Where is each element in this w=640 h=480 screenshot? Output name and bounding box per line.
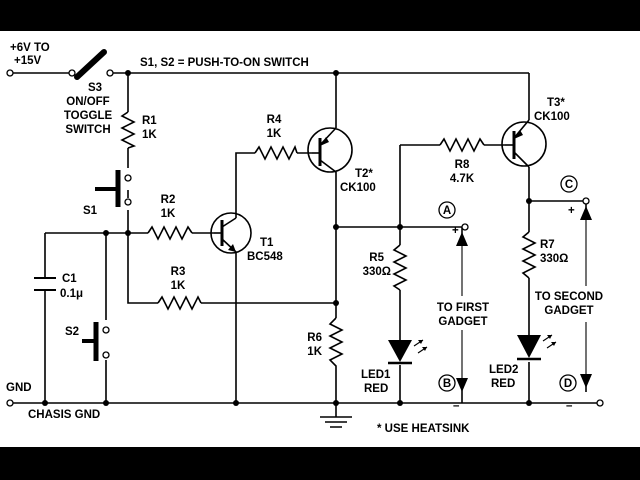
gnd-terminal [6,399,14,407]
gadget1-line1: TO FIRST [437,302,489,314]
t2-name: T2* [355,168,373,180]
led1-name: LED1 [361,369,391,381]
t3-name: T3* [547,97,565,109]
r4-name: R4 [267,114,282,126]
r3-name: R3 [171,266,186,278]
gnd-label: GND [6,382,32,394]
heatsink-note: * USE HEATSINK [377,423,470,435]
r6-name: R6 [307,332,322,344]
transistor-t3 [501,119,547,168]
c1-name: C1 [62,273,77,285]
supply-terminal [6,69,14,77]
minus-b: – [453,400,460,412]
led2-color: RED [491,378,515,390]
t2-type: CK100 [340,182,376,194]
r5-name: R5 [369,252,384,264]
node-b-label: B [443,378,451,390]
r8-name: R8 [455,159,470,171]
s1-push-switch [95,170,132,207]
s3-toggle-switch [68,49,114,80]
led2-name: LED2 [489,364,518,376]
r1-value: 1K [142,129,157,141]
led2 [517,334,557,361]
s3-desc-1: ON/OFF [66,96,109,108]
r5-value: 330Ω [363,266,391,278]
r1-name: R1 [142,115,157,127]
gadget2-line1: TO SECOND [535,291,603,303]
resistor-r2 [147,225,193,241]
led1-color: RED [364,383,388,395]
supply-label-line1: +6V TO [10,42,50,54]
led1 [388,339,428,365]
s3-label: S3 [88,82,102,94]
node-a-label: A [443,205,451,217]
plus-c: + [568,205,575,217]
c1-value: 0.1μ [60,288,83,300]
node-c-label: C [565,179,573,191]
r6-value: 1K [307,346,322,358]
capacitor-c1 [34,277,56,291]
transistor-t1 [210,212,252,254]
plus-a: + [452,225,459,237]
minus-d: – [566,400,573,412]
s3-desc-3: SWITCH [65,124,110,136]
transistor-t2 [307,127,353,173]
chasis-gnd-label: CHASIS GND [28,409,100,421]
resistor-r3 [157,295,202,311]
resistor-r1 [120,111,137,149]
s1-label: S1 [83,205,98,217]
chassis-ground-symbol [320,403,352,428]
t3-type: CK100 [534,111,570,123]
resistor-r5 [392,244,408,291]
r4-value: 1K [267,128,282,140]
supply-label-line2: +15V [14,55,42,67]
gadget1-line2: GADGET [438,316,487,328]
resistor-r7 [521,231,537,279]
node-d-label: D [564,378,572,390]
s2-push-switch [82,322,110,361]
r7-value: 330Ω [540,253,568,265]
gadget2-line2: GADGET [544,305,593,317]
resistor-r6 [328,317,344,372]
s3-desc-2: TOGGLE [64,110,113,122]
r8-value: 4.7K [450,173,475,185]
r2-value: 1K [161,208,176,220]
schematic-svg: +6V TO +15V S3 ON/OFF TOGGLE SWITCH S1, … [6,42,604,435]
junction-dots [42,70,532,406]
resistor-r8 [439,137,485,153]
r2-name: R2 [161,194,176,206]
t1-name: T1 [260,237,274,249]
circuit-schematic: +6V TO +15V S3 ON/OFF TOGGLE SWITCH S1, … [0,31,640,447]
wires [12,72,600,404]
t1-type: BC548 [247,251,283,263]
r3-value: 1K [171,280,186,292]
s2-label: S2 [65,326,79,338]
resistor-r4 [254,144,298,161]
node-markers [438,175,578,392]
switch-note: S1, S2 = PUSH-TO-ON SWITCH [140,57,309,69]
r7-name: R7 [540,239,555,251]
